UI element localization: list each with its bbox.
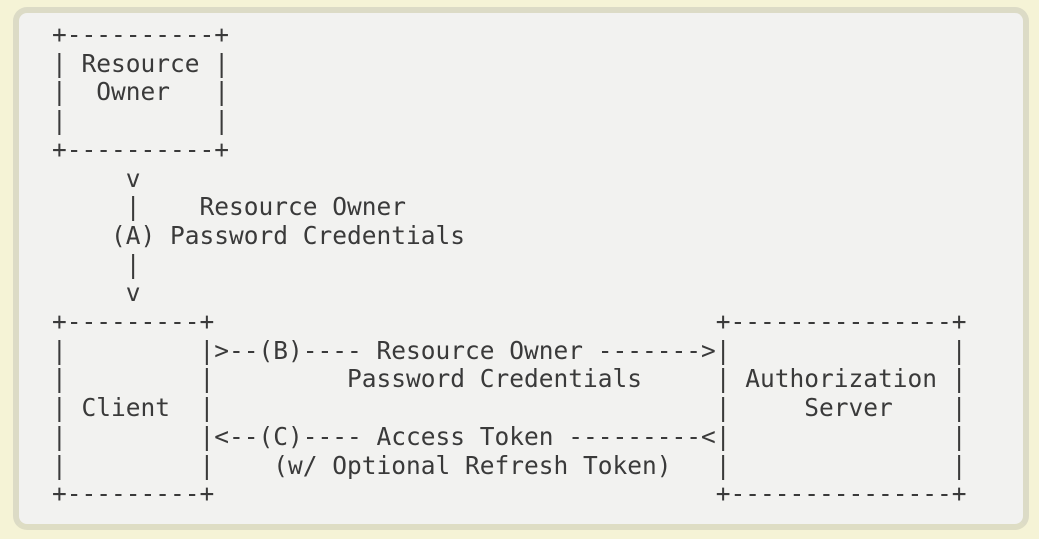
oauth-password-credentials-flow-diagram: +----------+ | Resource | | Owner | | | … bbox=[52, 20, 967, 509]
code-block-panel: +----------+ | Resource | | Owner | | | … bbox=[13, 7, 1029, 530]
